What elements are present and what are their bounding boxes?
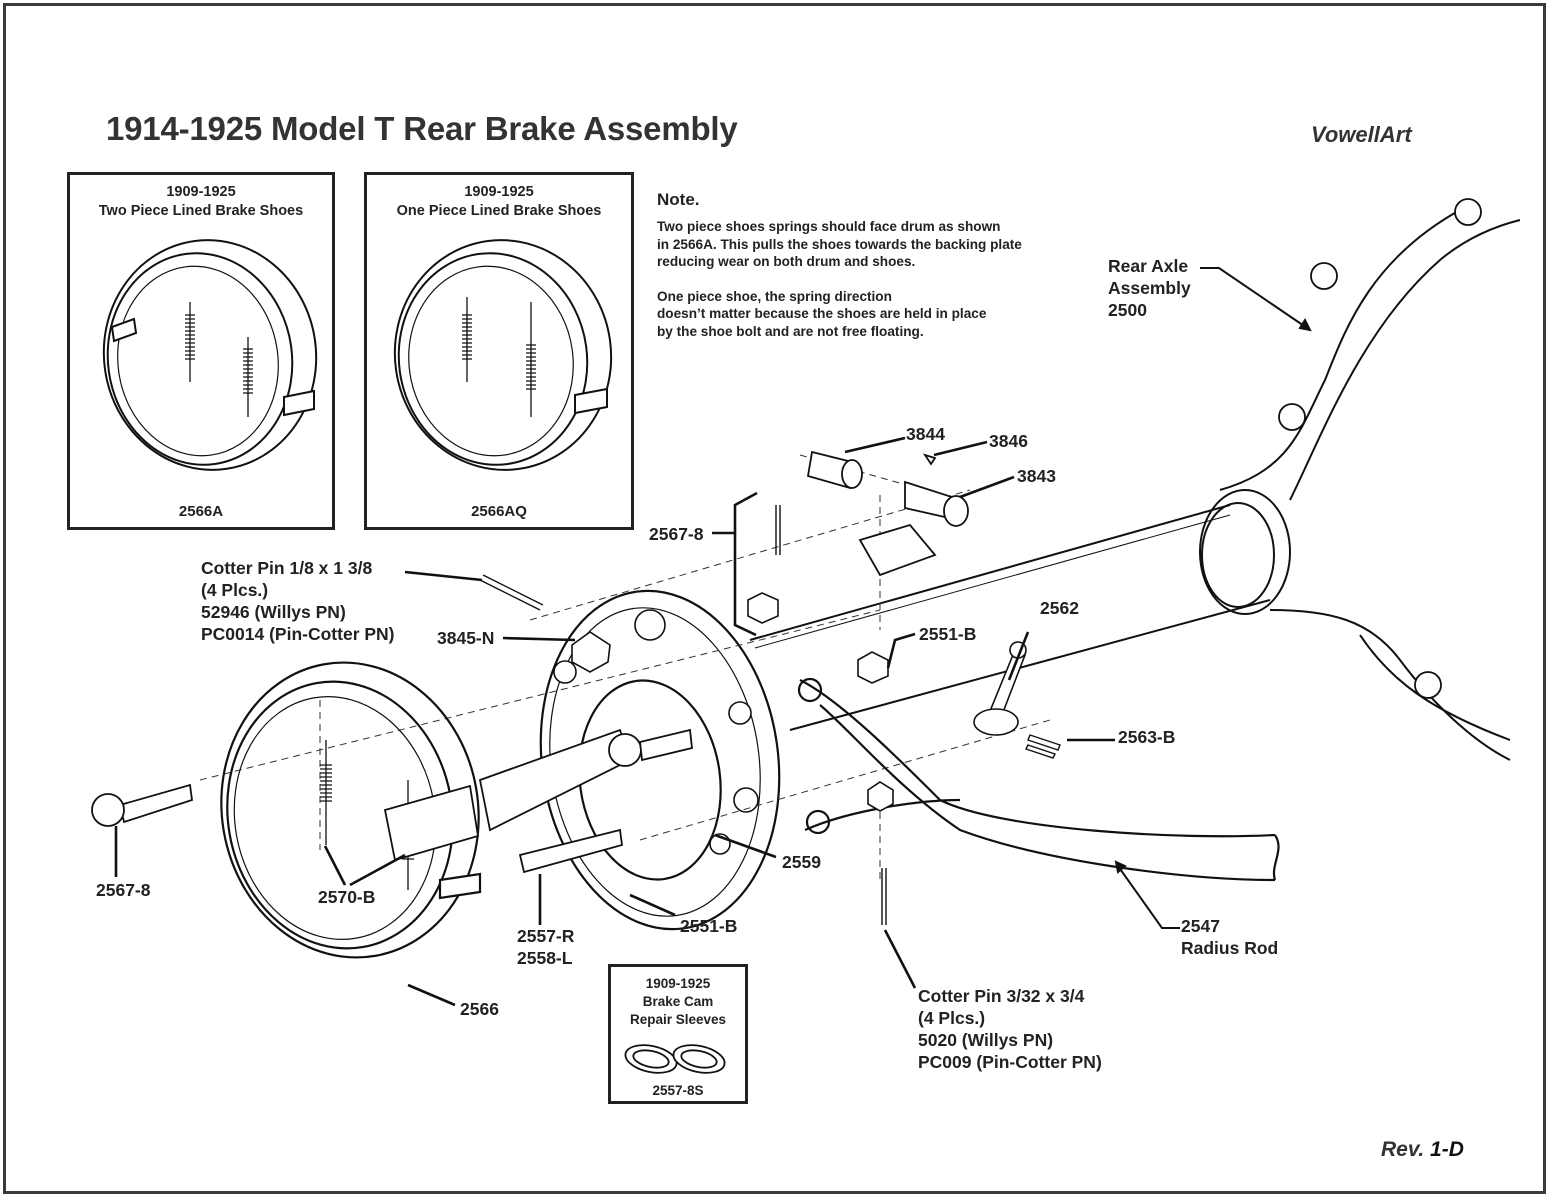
callout-2557-r-2558-l: 2557-R 2558-L xyxy=(517,926,575,968)
housing-bolts xyxy=(1278,198,1482,699)
callout-radius-rod-2547: 2547 Radius Rod xyxy=(1181,916,1279,958)
inset-part-number: 2566A xyxy=(178,503,224,520)
inset-two-piece-shoes: 1909-1925 Two Piece Lined Brake Shoes 25… xyxy=(67,172,335,530)
callout-2562: 2562 xyxy=(1040,598,1079,618)
rear-axle-housing xyxy=(749,209,1521,761)
cotter-pins xyxy=(479,505,887,925)
assembly-note: Note. Two piece shoes springs should fac… xyxy=(657,190,1022,340)
inset-header: 1909-1925 Brake Cam Repair Sleeves xyxy=(611,975,745,1029)
revision-label: Rev. 1-D xyxy=(1381,1138,1464,1162)
bolt-2567-8 xyxy=(91,783,193,827)
callout-2567-8-top: 2567-8 xyxy=(649,524,704,544)
diagram-title: 1914-1925 Model T Rear Brake Assembly xyxy=(106,110,738,147)
inset-header: 1909-1925 Two Piece Lined Brake Shoes xyxy=(70,183,332,221)
inset-years: 1909-1925 xyxy=(645,976,711,991)
inset-one-piece-shoes: 1909-1925 One Piece Lined Brake Shoes 25… xyxy=(364,172,634,530)
inset-header: 1909-1925 One Piece Lined Brake Shoes xyxy=(367,183,631,221)
callout-2559: 2559 xyxy=(782,852,821,872)
axle-housing-callout xyxy=(1200,267,1312,332)
callout-2563-b: 2563-B xyxy=(1118,727,1176,747)
callout-2566: 2566 xyxy=(460,999,499,1019)
inset-name-line1: Brake Cam xyxy=(642,994,714,1009)
assembly-centerlines xyxy=(199,454,1051,880)
note-paragraph-one-piece: One piece shoe, the spring direction doe… xyxy=(657,288,987,339)
inset-years: 1909-1925 xyxy=(166,184,236,200)
revision-prefix: Rev. xyxy=(1381,1138,1425,1161)
backing-plate-holes xyxy=(553,609,759,855)
clevis-2562 xyxy=(973,641,1027,736)
inset-part-number: 2566AQ xyxy=(471,503,527,520)
drawing-frame xyxy=(3,3,1546,1194)
callout-cotter-pin-large: Cotter Pin 1/8 x 1 3/8 (4 Plcs.) 52946 (… xyxy=(201,558,395,644)
one-piece-brake-shoe-drawing xyxy=(393,239,613,471)
callout-3845-n: 3845-N xyxy=(437,628,495,648)
inset-years: 1909-1925 xyxy=(464,184,534,200)
pins-2563b xyxy=(1025,734,1061,759)
two-piece-brake-shoe-drawing xyxy=(102,239,318,471)
callout-leaders xyxy=(114,436,1115,1007)
callout-2551-b-bottom: 2551-B xyxy=(680,916,738,936)
note-heading: Note. xyxy=(657,190,700,209)
radius-rod-2547 xyxy=(797,677,1280,882)
callout-2570-b: 2570-B xyxy=(318,887,376,907)
callout-rear-axle-assembly-2500: Rear Axle Assembly 2500 xyxy=(1108,256,1191,320)
inset-name-line2: Repair Sleeves xyxy=(629,1012,727,1027)
revision-code: 1-D xyxy=(1430,1138,1464,1161)
brake-cam-shaft xyxy=(383,728,693,874)
callout-3843: 3843 xyxy=(1017,466,1056,486)
castle-nuts xyxy=(571,592,894,812)
inset-brake-cam-sleeves: 1909-1925 Brake Cam Repair Sleeves 2557-… xyxy=(608,964,748,1104)
inset-name: Two Piece Lined Brake Shoes xyxy=(98,203,304,219)
note-paragraph-two-piece: Two piece shoes springs should face drum… xyxy=(657,219,1022,269)
callout-3844: 3844 xyxy=(906,424,945,444)
callout-cotter-pin-small: Cotter Pin 3/32 x 3/4 (4 Plcs.) 5020 (Wi… xyxy=(918,986,1102,1072)
cam-sleeve-drawing xyxy=(624,1044,726,1074)
radius-rod-callout xyxy=(1114,860,1180,929)
cam-bushing-parts xyxy=(806,450,969,577)
brand-signature: VowellArt xyxy=(1311,122,1412,147)
inset-part-number: 2557-8S xyxy=(652,1083,704,1098)
callout-2551-b-top: 2551-B xyxy=(919,624,977,644)
callout-3846: 3846 xyxy=(989,431,1028,451)
inset-name: One Piece Lined Brake Shoes xyxy=(396,203,602,219)
callout-2567-8-left: 2567-8 xyxy=(96,880,151,900)
